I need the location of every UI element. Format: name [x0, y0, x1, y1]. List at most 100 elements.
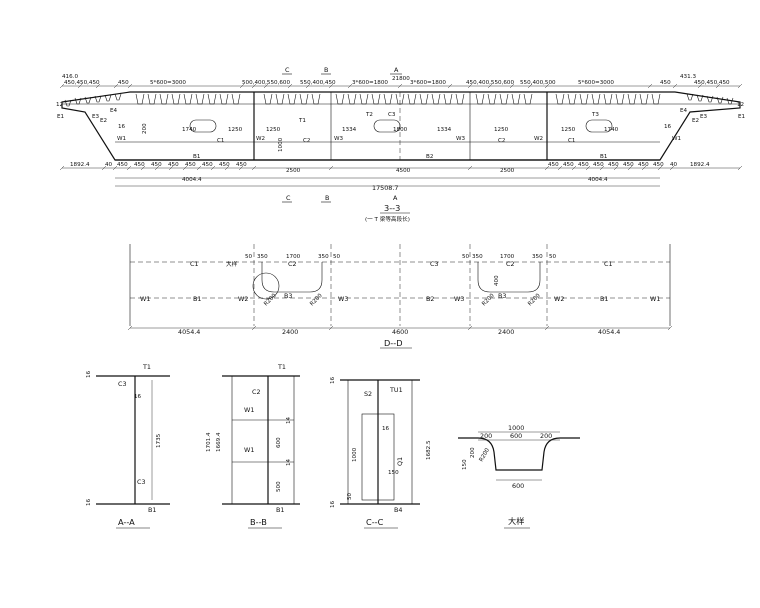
u-rib [615, 93, 625, 105]
label-c3: C3 [388, 112, 396, 118]
u-rib [639, 93, 649, 105]
bottom-dim-right-edge: 1892.4 [690, 162, 710, 168]
label-e2-right: E2 [692, 118, 699, 124]
detail-title: 大样 [508, 516, 524, 526]
cc-dim-1000: 1000 [352, 447, 358, 462]
cc-label-tu1: TU1 [389, 386, 403, 394]
bb-dim-600: 600 [276, 437, 282, 448]
cut-label-c-bottom: C [286, 194, 291, 202]
label-q2: T2 [365, 112, 373, 118]
cut-label-c-top: C [285, 66, 290, 74]
u-rib [263, 93, 273, 105]
cell-dim-3: 1334 [342, 127, 357, 133]
section-3-3: C B A 21800 450,450,450 450 5*600=3000 5… [56, 66, 746, 223]
dd-label-b3-left: B3 [284, 292, 292, 300]
side-mark-1000: 1000 [278, 137, 284, 152]
u-rib [706, 95, 714, 103]
detail-dim-1000: 1000 [508, 424, 524, 432]
label-b1-left: B1 [193, 154, 201, 160]
label-q1-left: T1 [298, 118, 306, 124]
bb-label-w1-a: W1 [244, 406, 254, 414]
detail-callout-circle [252, 272, 280, 300]
cell-dim-1: 1250 [228, 127, 243, 133]
bottom-dim-left-450: 450 [134, 162, 145, 168]
cut-label-b-bottom: B [325, 194, 329, 202]
dd-dim-1700-a: 1700 [286, 254, 301, 260]
u-rib [686, 93, 694, 101]
u-rib [579, 93, 589, 105]
dd-label-c3: C3 [430, 260, 439, 268]
u-rib [171, 93, 181, 105]
dd-dim-350-b: 350 [318, 254, 329, 260]
u-rib [347, 93, 357, 105]
dd-radius-3: R200 [481, 293, 496, 308]
box-girder-outline [61, 91, 741, 161]
bb-dim-14-a: 14 [286, 416, 292, 424]
dd-label-b1-left: B1 [193, 295, 201, 303]
label-w2-left: W2 [256, 136, 265, 142]
bottom-dim-left-450: 450 [185, 162, 196, 168]
dd-label-c2-left: C2 [288, 260, 297, 268]
bottom-dim-left-40: 40 [105, 162, 113, 168]
u-rib [299, 93, 309, 105]
u-rib [567, 93, 577, 105]
dd-bottom-dim-0: 4054.4 [178, 328, 200, 336]
bottom-dim-left-450: 450 [117, 162, 128, 168]
bb-label-b1: B1 [276, 506, 284, 514]
u-rib [443, 93, 453, 105]
bottom-dim-left-edge: 1892.4 [70, 162, 90, 168]
dd-radius-4: R200 [527, 293, 542, 308]
dd-label-b1-right: B1 [600, 295, 608, 303]
section-3-3-subtitle: (一 T 梁等高段长) [365, 215, 410, 223]
u-rib [395, 93, 405, 105]
top-dim-0: 450,450,450 [64, 80, 100, 86]
top-dim-2: 5*600=3000 [150, 80, 186, 86]
bottom-dim-right-450: 450 [578, 162, 589, 168]
cell-opening-2 [373, 119, 401, 133]
label-c2-right: C2 [498, 138, 505, 144]
u-rib [84, 96, 92, 104]
cell-dim-4: 1800 [393, 127, 408, 133]
label-q3: T3 [591, 112, 599, 118]
bb-label-w1-b: W1 [244, 446, 254, 454]
u-rib [511, 93, 521, 105]
label-w1-right: W1 [672, 136, 682, 142]
dd-label-w3-left: W3 [338, 295, 348, 303]
bottom-sub-left: 4004.4 [182, 177, 202, 183]
bottom-dim-right-450: 450 [653, 162, 664, 168]
u-rib-row [64, 93, 734, 107]
detail-dim-150: 150 [462, 459, 468, 470]
dd-mid-height: 400 [494, 275, 500, 286]
u-rib [359, 93, 369, 105]
dd-label-c2-right: C2 [506, 260, 515, 268]
dd-dim-350-a: 350 [257, 254, 268, 260]
u-rib [183, 93, 193, 105]
side-mark-16-left: 16 [118, 124, 126, 130]
cell-dim-0: 1740 [182, 127, 197, 133]
u-rib [696, 94, 704, 102]
detail-dim-600: 600 [510, 432, 522, 440]
dd-bottom-dim-2: 4600 [392, 328, 408, 336]
aa-label-t1: T1 [142, 363, 151, 371]
dd-label-b3-right: B3 [498, 292, 506, 300]
cell-dim-5: 1334 [437, 127, 452, 133]
top-dim-5: 3*600=1800 [352, 80, 388, 86]
u-rib [716, 96, 724, 104]
cc-label-b4: B4 [394, 506, 402, 514]
label-e3-left: E3 [92, 114, 100, 120]
dd-dim-350-c: 350 [472, 254, 483, 260]
label-b2: B2 [426, 154, 433, 160]
cell-dim-2: 1250 [266, 127, 281, 133]
top-dim-4: 550,400,450 [300, 80, 336, 86]
cell-dim-7: 1250 [561, 127, 576, 133]
top-dim-3: 500,400,550,600 [242, 80, 290, 86]
bottom-dim-right-40: 40 [670, 162, 678, 168]
u-rib [475, 93, 485, 105]
label-c1-left: C1 [217, 138, 225, 144]
u-rib [147, 93, 157, 105]
dd-label-w1-left: W1 [140, 295, 150, 303]
web-opening-left [261, 262, 323, 293]
left-edge-dim: 416.0 [62, 74, 78, 80]
cc-dim-16-a: 16 [330, 376, 336, 384]
side-mark-left-12: 12 [56, 102, 63, 108]
